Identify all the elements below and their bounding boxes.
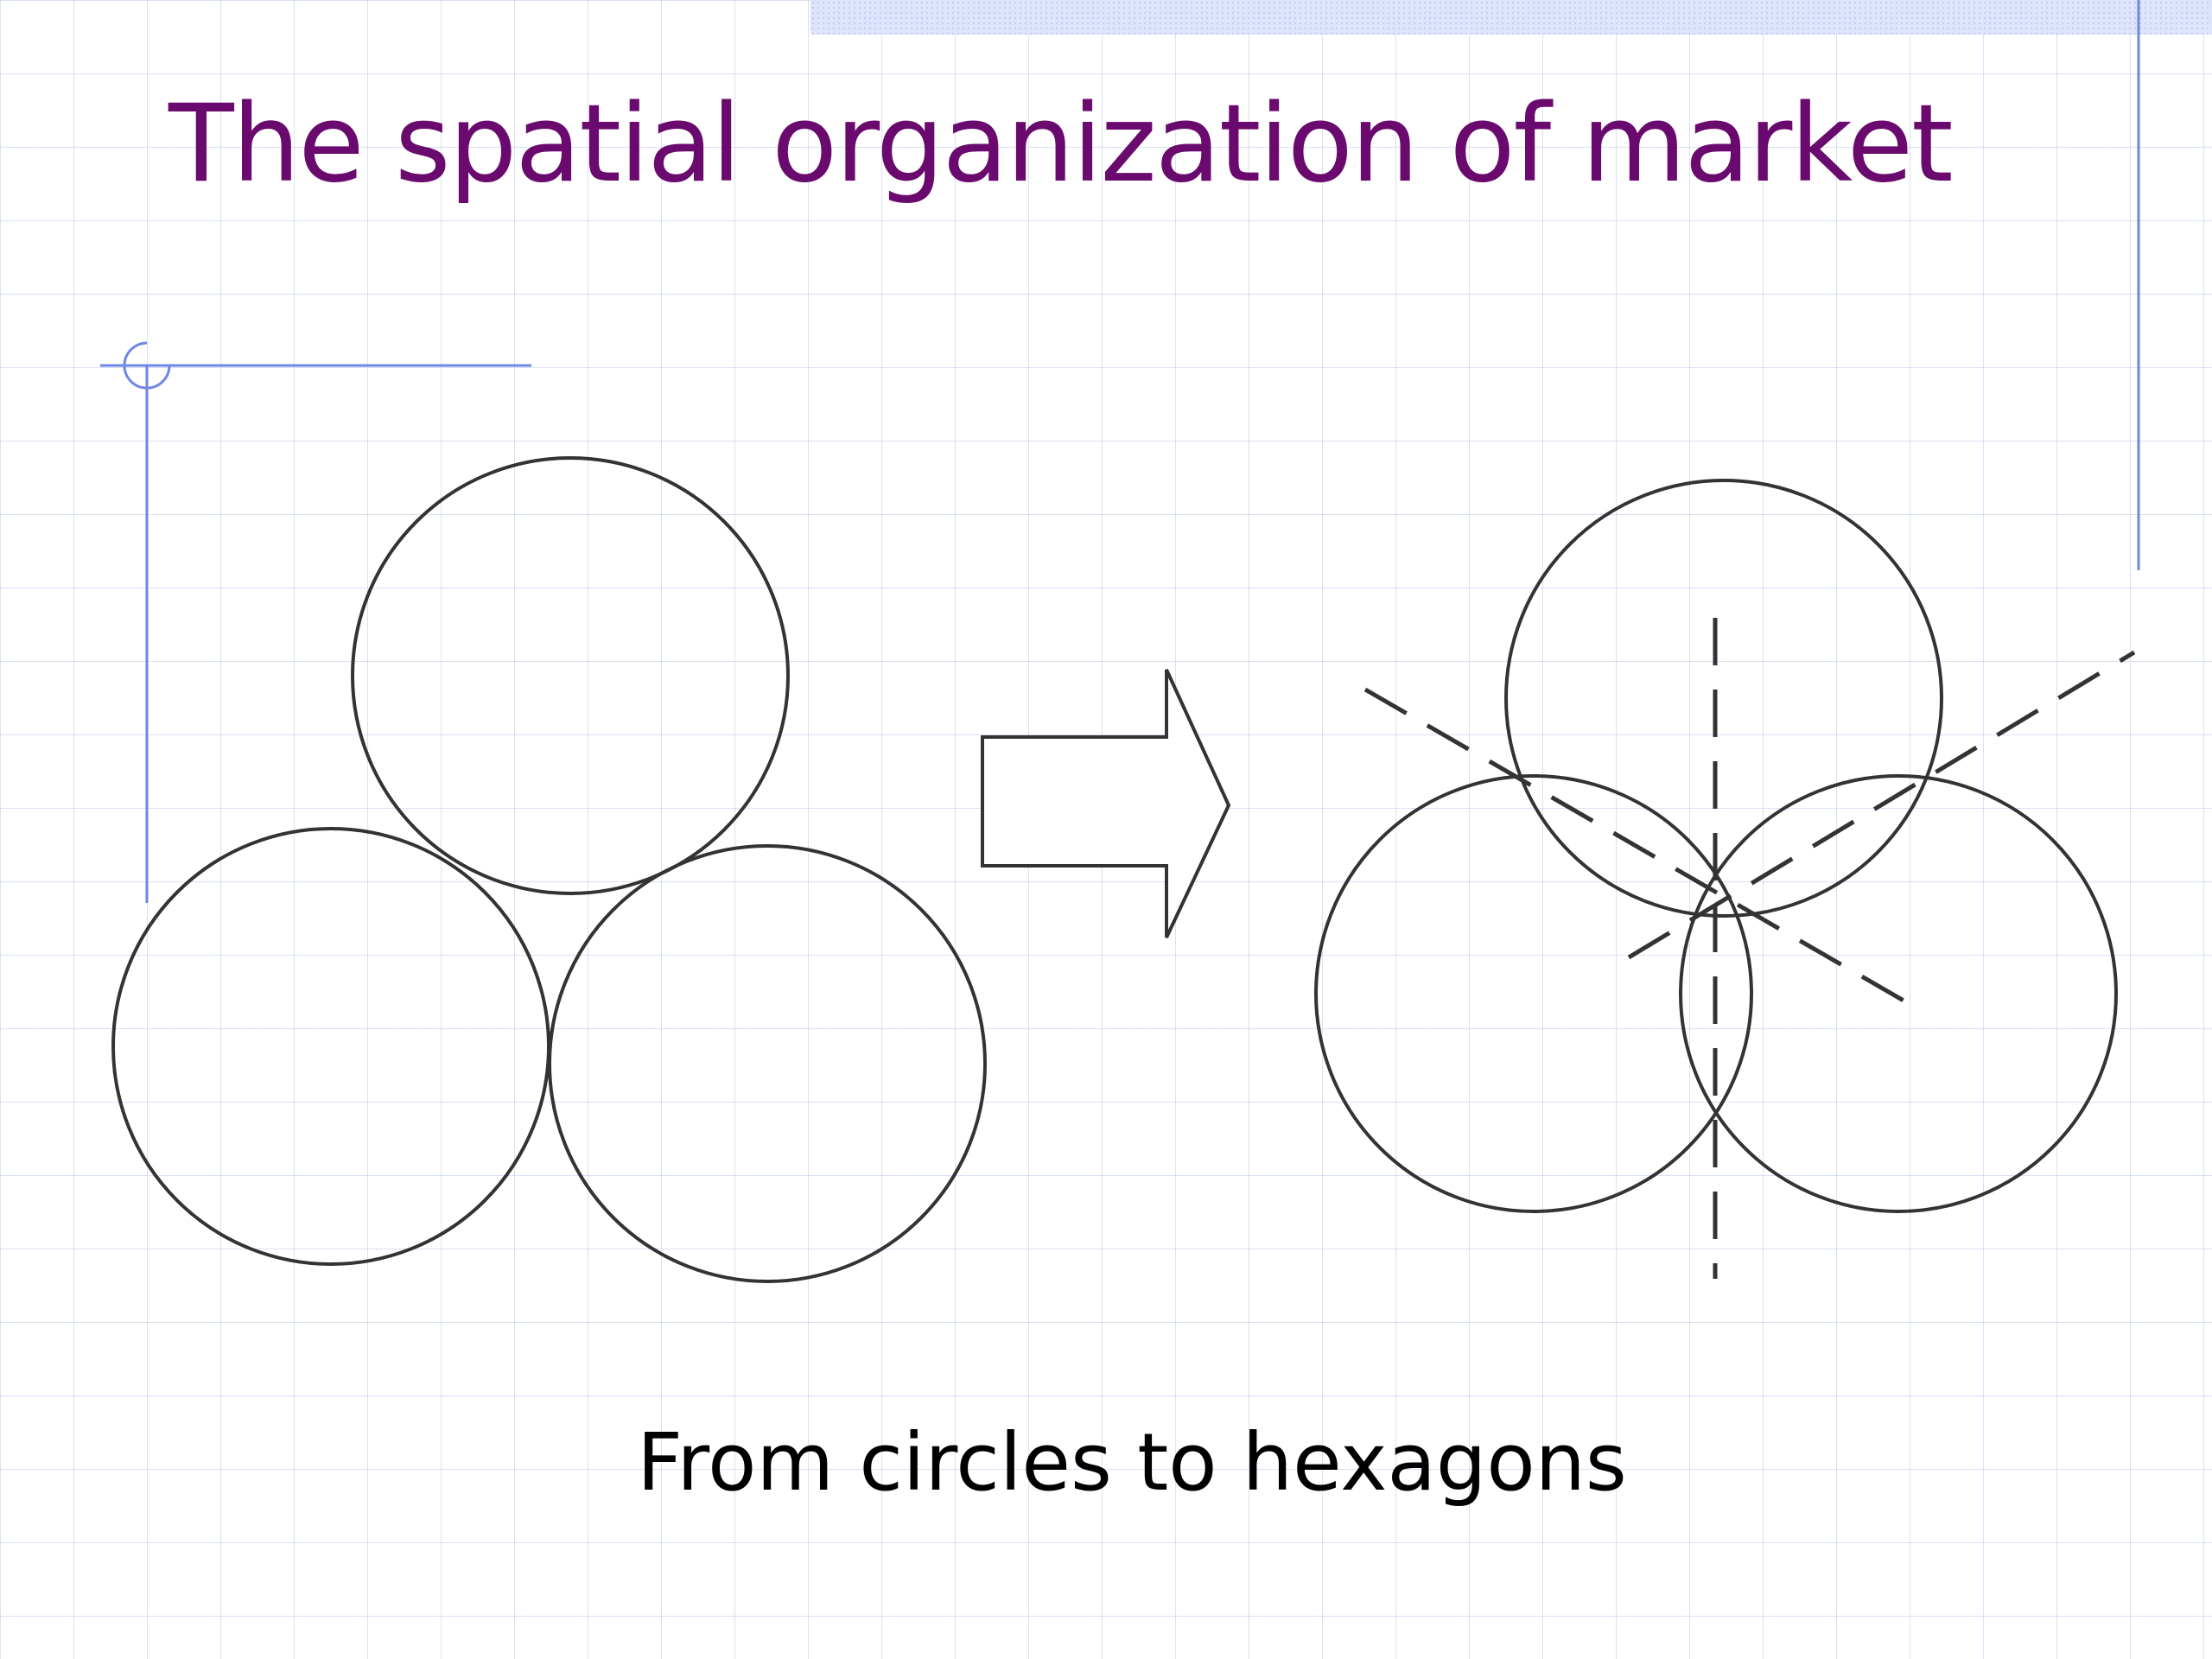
circles-group (111, 456, 987, 1283)
slide-caption: From circles to hexagons (637, 1416, 1627, 1509)
decorative-lines (100, 0, 2140, 903)
dashed-diagonal-line-descending (1363, 687, 1911, 1007)
dashed-boundary-lines (1363, 618, 2136, 1279)
circle-bottom-left (111, 827, 550, 1266)
overlap-circle-left (1314, 774, 1753, 1213)
overlap-circle-right (1679, 774, 2118, 1213)
right-arrow-icon (981, 669, 1231, 938)
overlap-circle-top (1504, 479, 1943, 918)
overlapping-circles-group (1314, 479, 2118, 1213)
slide-title: The spatial organization of market (168, 82, 1954, 207)
circle-top (351, 456, 790, 895)
circle-bottom-right (548, 844, 987, 1283)
dashed-diagonal-line-ascending (1627, 650, 2136, 960)
top-decorative-band (810, 0, 2212, 35)
crosshair-icon (123, 341, 171, 390)
